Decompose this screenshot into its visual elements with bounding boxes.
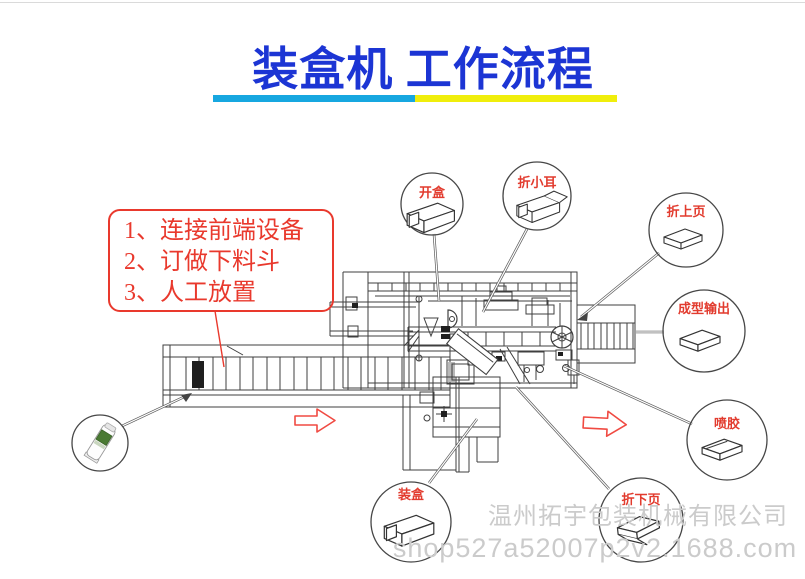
carton-box-icon [406, 202, 455, 234]
callout-circle-zhuanghe [370, 481, 452, 563]
carton-box-icon [679, 329, 721, 352]
carton-box-icon [663, 228, 703, 250]
carton-box-icon [516, 190, 568, 223]
leader-line-penjiao [563, 364, 693, 426]
callout-label-zheshangye: 折上页 [666, 204, 706, 219]
note-line-3: 3、人工放置 [124, 280, 256, 306]
red-arrow-icon [582, 410, 628, 438]
notes-box: 1、连接前端设备 2、订做下料斗 3、人工放置 [108, 209, 334, 312]
page-title: 装盒机 工作流程 [252, 44, 594, 95]
red-leader-line [214, 310, 225, 368]
callout-label-zhexiaye: 折下页 [621, 492, 661, 507]
callout-label-zhuanghe: 装盒 [397, 487, 425, 502]
callout-circle-chengxing [662, 289, 746, 373]
callout-label-zhexiaoer: 折小耳 [517, 175, 557, 190]
watermark-url: shop527a52007p2v2.1688.com [392, 533, 798, 563]
product-tube-icon [83, 422, 117, 464]
leader-line-zhuanghe [427, 418, 479, 484]
callout-label-kaihe: 开盒 [418, 185, 446, 200]
note-line-1: 1、连接前端设备 [124, 218, 304, 244]
title-underline-yellow [415, 95, 617, 102]
callout-label-penjiao: 喷胶 [713, 416, 741, 431]
leader-line-product-tube [121, 393, 192, 428]
callout-circle-kaihe [400, 172, 464, 236]
output-conveyor [576, 304, 636, 364]
callout-circle-zheshangye [648, 192, 724, 268]
carton-box-icon [701, 438, 743, 461]
leader-line-kaihe [432, 233, 441, 302]
callout-circle-zhexiaye [598, 477, 684, 563]
callout-label-chengxing: 成型输出 [677, 301, 731, 316]
top-border-line [0, 2, 805, 3]
tilted-chute [445, 327, 499, 376]
callout-circle-zhexiaoer [502, 161, 572, 231]
carton-loading-unit [402, 376, 501, 473]
product-circle [71, 414, 129, 472]
callout-circle-penjiao [686, 399, 768, 481]
watermark-company: 温州拓宇包装机械有限公司 [488, 503, 788, 530]
red-arrow-icon [294, 408, 336, 433]
infeed-conveyor [162, 344, 451, 408]
leader-line-zhexiaoer [481, 228, 529, 313]
title-underline-blue [213, 95, 415, 102]
leader-line-zhexiaye [515, 386, 610, 490]
note-line-2: 2、订做下料斗 [124, 249, 280, 275]
carton-box-icon [615, 514, 662, 546]
machine-body [329, 271, 580, 389]
star-wheel [550, 325, 574, 349]
leader-line-zheshangye [577, 251, 660, 321]
